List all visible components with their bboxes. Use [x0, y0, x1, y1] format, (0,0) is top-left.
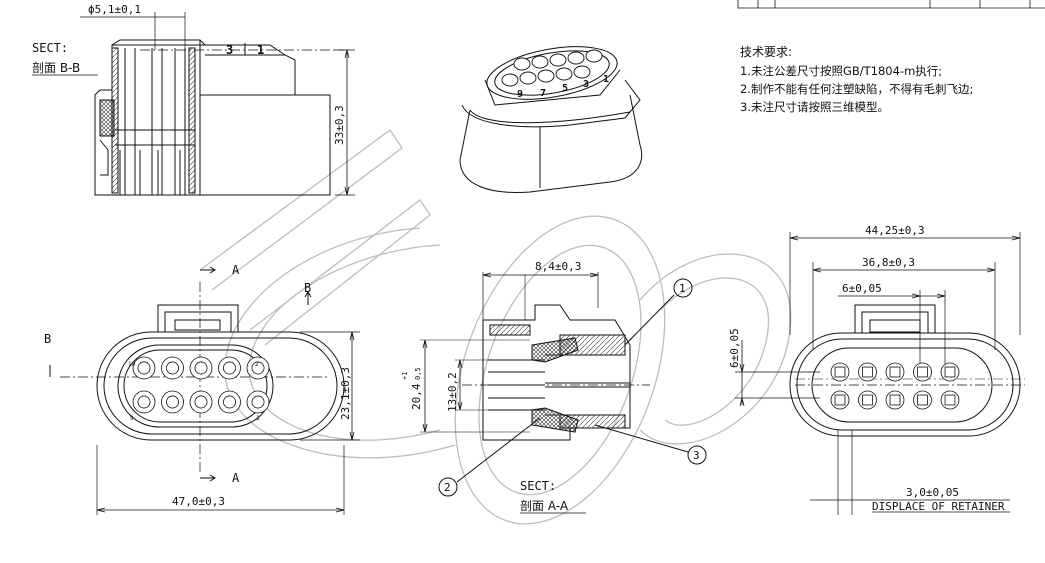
- retainer-label: DISPLACE OF RETAINER: [872, 500, 1005, 513]
- front-view: [49, 266, 360, 515]
- section-a-a-title: 剖面 A-A: [520, 499, 569, 513]
- contact-pin: [223, 361, 236, 375]
- title-block-table: [737, 0, 1045, 9]
- technical-notes: 技术要求: 1.未注公差尺寸按照GB/T1804-m执行; 2.制作不能有任何注…: [740, 45, 973, 114]
- contact-pin: [251, 361, 265, 375]
- retainer-3-dimension: 3,0±0,05: [906, 486, 959, 499]
- height-20-4-lower-tol: 0,5: [414, 367, 422, 380]
- contact-square: [862, 394, 873, 406]
- height-23-dimension: 23,1±0,3: [339, 367, 352, 420]
- rear-view: [735, 232, 1025, 515]
- pin-label-10: 10: [128, 361, 136, 368]
- pitch-36-8-dimension: 36,8±0,3: [862, 256, 915, 269]
- note-3: 3.未注尺寸请按照三维模型。: [740, 100, 889, 114]
- height-20-4-upper-tol: +1: [401, 372, 409, 380]
- side-6-dimension: 6±0,05: [728, 328, 741, 368]
- iso-pin-5: 5: [562, 83, 568, 94]
- contact-pin: [194, 361, 208, 375]
- pin-label-2: 2: [255, 361, 259, 368]
- note-2: 2.制作不能有任何注塑缺陷，不得有毛刺飞边;: [740, 82, 973, 96]
- iso-pin-7: 7: [540, 88, 546, 99]
- dia-dimension-label: ϕ5,1±0,1: [88, 3, 141, 16]
- contact-square: [862, 366, 873, 378]
- section-b-b-view: [80, 12, 355, 196]
- isometric-view: [459, 46, 643, 194]
- pin-label-1: 1: [256, 415, 260, 422]
- contact-square: [944, 366, 956, 378]
- callout-2: 2: [444, 481, 451, 494]
- front-contact-grid: [132, 356, 270, 414]
- pin-label-9: 9: [130, 415, 134, 422]
- pin-mark-1: 1: [257, 43, 264, 57]
- top-8-4-dimension: 8,4±0,3: [535, 260, 581, 273]
- contact-pin: [251, 395, 265, 409]
- contact-pin: [137, 395, 151, 409]
- sect-b-label: SECT:: [32, 41, 68, 55]
- rear-contact-grid: [830, 362, 960, 410]
- iso-pin-3: 3: [583, 79, 589, 90]
- height-33-dimension: 33±0,3: [333, 105, 346, 145]
- cut-a-bottom-label: A: [232, 471, 240, 485]
- width-47-dimension: 47,0±0,3: [172, 495, 225, 508]
- callout-3: 3: [693, 449, 700, 462]
- contact-square: [889, 366, 901, 378]
- cut-b-left-label: B: [44, 332, 51, 346]
- contact-square: [917, 366, 928, 378]
- small-6-dimension: 6±0,05: [842, 282, 882, 295]
- section-a-a-view: [420, 272, 707, 497]
- contact-square: [834, 394, 846, 406]
- overall-44-25-dimension: 44,25±0,3: [865, 224, 925, 237]
- contact-square: [944, 394, 956, 406]
- height-13-dimension: 13±0,2: [446, 372, 459, 412]
- contact-square: [889, 394, 901, 406]
- contact-pin: [194, 395, 208, 409]
- sect-a-label: SECT:: [520, 479, 556, 493]
- iso-contact-holes: [501, 49, 603, 87]
- contact-pin: [137, 361, 151, 375]
- cut-a-top-label: A: [232, 263, 240, 277]
- watermark-logo: [199, 129, 792, 525]
- section-b-b-title: 剖面 B-B: [32, 61, 80, 75]
- iso-pin-9: 9: [517, 89, 523, 100]
- iso-pin-1: 1: [603, 74, 609, 85]
- callout-1: 1: [679, 282, 686, 295]
- cut-b-right-label: B: [304, 281, 311, 295]
- contact-pin: [166, 361, 179, 375]
- notes-title: 技术要求:: [740, 45, 792, 59]
- contact-pin: [166, 395, 179, 409]
- pin-mark-3: 3: [226, 43, 233, 57]
- contact-square: [834, 366, 846, 378]
- contact-square: [917, 394, 928, 406]
- contact-pin: [223, 395, 236, 409]
- height-20-4-dimension: 20,4: [410, 383, 423, 410]
- note-1: 1.未注公差尺寸按照GB/T1804-m执行;: [740, 64, 942, 78]
